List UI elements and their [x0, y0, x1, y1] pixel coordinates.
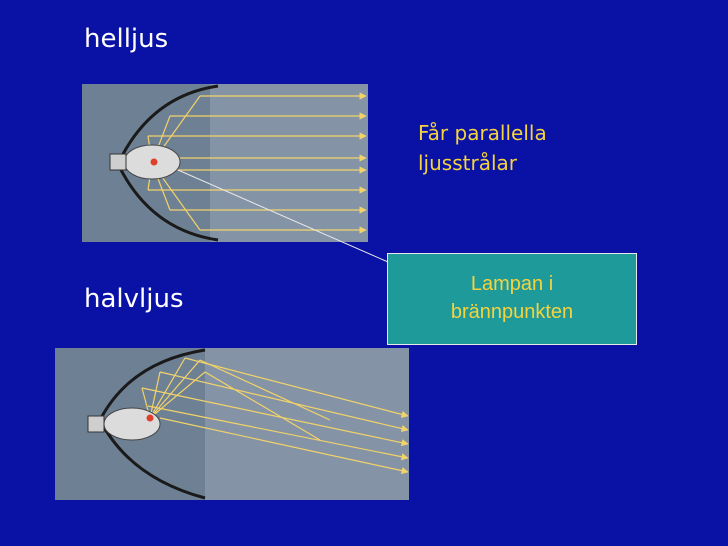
parallel-rays-note: Får parallella ljusstrålar	[418, 118, 547, 178]
high-beam-rays	[147, 92, 367, 234]
focus-callout-box: Lampan i brännpunkten	[387, 253, 637, 345]
low-beam-lamp-base	[87, 415, 105, 433]
callout-pointer-line	[177, 169, 389, 263]
low-beam-rays	[141, 357, 409, 475]
high-beam-focus-point	[150, 158, 158, 166]
low-beam-diagram	[55, 348, 409, 500]
high-beam-lit-area	[210, 84, 368, 242]
high-beam-lamp-base	[109, 153, 127, 171]
high-beam-label: helljus	[84, 24, 169, 54]
callout-line-2: brännpunkten	[450, 301, 574, 323]
note-line-2: ljusstrålar	[418, 151, 517, 175]
low-beam-label: halvljus	[84, 284, 184, 314]
callout-line-1: Lampan i	[470, 273, 554, 295]
note-line-1: Får parallella	[418, 121, 547, 145]
low-beam-lamp	[103, 407, 161, 441]
high-beam-diagram	[82, 84, 368, 242]
low-beam-focus-point	[146, 414, 154, 422]
